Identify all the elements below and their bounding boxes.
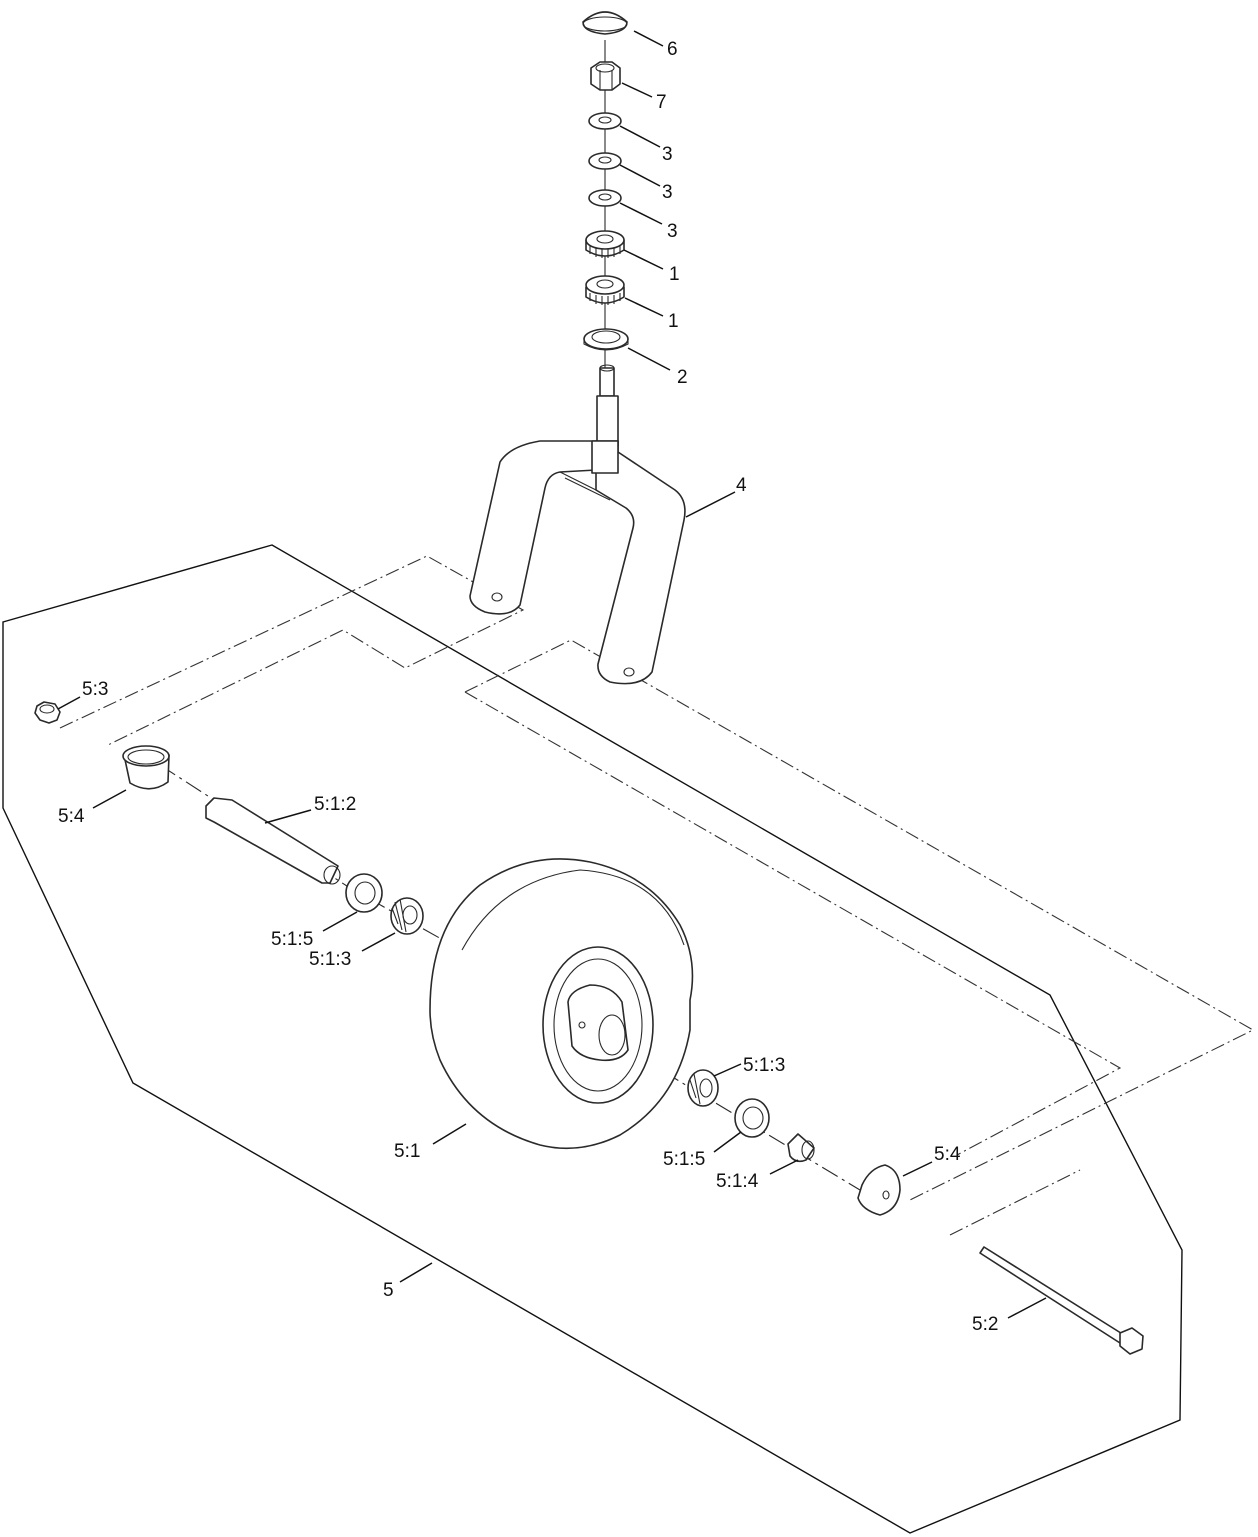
wheel-assembly-boundary	[2, 544, 1183, 1534]
tapered-bearing-part-2	[585, 275, 625, 305]
bearing-cone-right-part	[687, 1069, 719, 1107]
washer-part-1	[588, 112, 622, 130]
bushing-part	[787, 1133, 815, 1163]
callout-5-3: 5:3	[82, 679, 108, 700]
callout-3-third: 3	[667, 221, 678, 242]
spacer-right-part	[857, 1164, 901, 1216]
tapered-bearing-part-1	[585, 230, 625, 258]
bearing-cone-left-part	[390, 897, 424, 935]
callout-3-second: 3	[662, 182, 673, 203]
bearing-cup-right-part	[734, 1098, 770, 1138]
axle-nut-part	[34, 701, 61, 724]
washer-part-2	[588, 152, 622, 170]
phantom-line-inner	[464, 691, 1122, 1156]
phantom-line-upper	[59, 555, 525, 746]
leader-lines	[57, 30, 1047, 1319]
callout-6: 6	[667, 39, 678, 60]
callout-5-4-right: 5:4	[934, 1144, 961, 1165]
callout-5-1-3-right: 5:1:3	[743, 1055, 785, 1076]
callout-3-first: 3	[662, 144, 673, 165]
caster-fork-part	[469, 364, 686, 685]
callout-5-1-2: 5:1:2	[314, 794, 356, 815]
bearing-cup-left-part	[345, 873, 383, 913]
callout-5-1: 5:1	[394, 1141, 420, 1162]
callout-2: 2	[677, 367, 688, 388]
callout-5: 5	[383, 1280, 394, 1301]
washer-part-3	[588, 189, 622, 207]
callout-7: 7	[656, 92, 667, 113]
callout-5-2: 5:2	[972, 1314, 998, 1335]
callout-1-second: 1	[668, 311, 679, 332]
callout-1-first: 1	[669, 264, 680, 285]
callout-5-1-4: 5:1:4	[716, 1171, 759, 1192]
hex-nut-part	[590, 61, 621, 91]
callout-5-1-5-right: 5:1:5	[663, 1149, 705, 1170]
callout-4: 4	[736, 475, 747, 496]
phantom-line-bolt	[949, 1169, 1081, 1236]
callout-5-4-left: 5:4	[58, 806, 85, 827]
wheel-tire-part	[429, 858, 694, 1150]
spacer-left-part	[122, 745, 170, 790]
phantom-line-lower	[464, 639, 1255, 1201]
bearing-seal-part	[583, 328, 629, 351]
callout-5-1-3-left: 5:1:3	[309, 949, 351, 970]
axle-tube-part	[205, 797, 341, 885]
callout-5-1-5-left: 5:1:5	[271, 929, 313, 950]
axle-bolt-part	[979, 1246, 1144, 1355]
dust-cap-part	[582, 11, 628, 35]
